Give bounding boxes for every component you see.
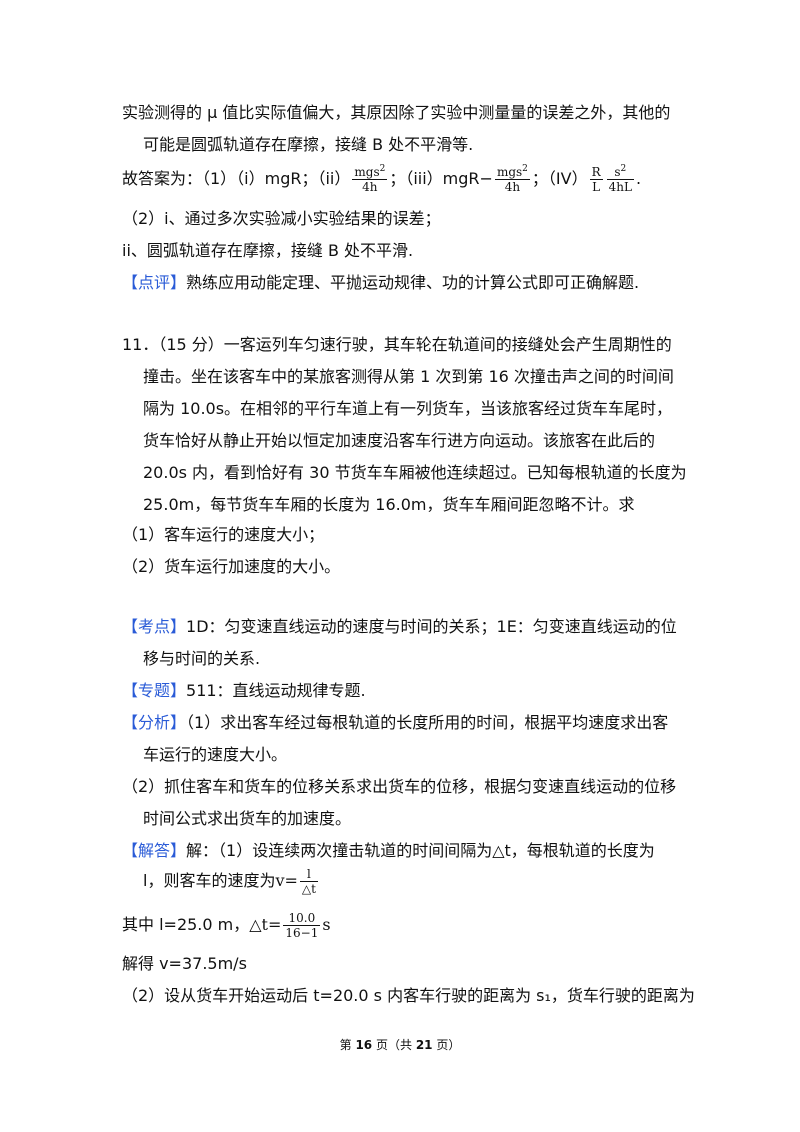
page-number: 16: [355, 1038, 373, 1052]
jieda-tag: 【解答】: [122, 841, 187, 860]
formula-dt-lhs: △t=: [249, 915, 282, 934]
jieda-text: 解：（1）设连续两次撞击轨道的时间间隔为△t，每根轨道的长度为: [186, 841, 655, 860]
formula-num: s: [614, 165, 621, 179]
question-line: （2）货车运行加速度的大小。: [122, 557, 341, 576]
comment-tag: 【点评】: [122, 273, 187, 292]
formula-v-lhs: v=: [275, 871, 298, 890]
footer-pre: 第: [339, 1038, 352, 1052]
fenxi-text: （1）求出客车经过每根轨道的长度所用的时间，根据平均速度求出客: [186, 713, 669, 732]
formula-num: 10.0: [283, 911, 321, 926]
answer-iv: ；（IV）: [531, 169, 588, 188]
fenxi-line: （2）抓住客车和货车的位移关系求出货车的位移，根据匀变速直线运动的位移: [122, 777, 677, 796]
answer-end: .: [635, 169, 642, 188]
formula-den: 4hL: [608, 180, 632, 194]
question-line: 20.0s 内，看到恰好有 30 节货车车厢被他连续超过。已知每根轨道的长度为: [143, 463, 687, 482]
fenxi-line: 时间公式求出货车的加速度。: [143, 809, 352, 828]
zhuanti-text: 511：直线运动规律专题.: [186, 681, 366, 700]
formula-v: l△t: [299, 867, 318, 896]
text-line: ii、圆弧轨道存在摩擦，接缝 B 处不平滑.: [122, 241, 414, 260]
formula-den: △t: [301, 882, 316, 896]
zhuanti-line: 【专题】511：直线运动规律专题.: [122, 680, 682, 702]
question-line: （1）客车运行的速度大小；: [122, 525, 325, 544]
text-line: 实验测得的 μ 值比实际值偏大，其原因除了实验中测量量的误差之外，其他的: [122, 103, 671, 122]
comment-line: 【点评】熟练应用动能定理、平抛运动规律、功的计算公式即可正确解题.: [122, 272, 682, 294]
text-line: （2）i、通过多次实验减小实验结果的误差；: [122, 209, 441, 228]
comment-text: 熟练应用动能定理、平抛运动规律、功的计算公式即可正确解题.: [186, 273, 640, 292]
jieda-text: 其中 l=25.0 m，: [122, 915, 250, 934]
kaodian-line: 【考点】1D：匀变速直线运动的速度与时间的关系；1E：匀变速直线运动的位: [122, 616, 682, 638]
page-total: 21: [415, 1038, 433, 1052]
text-line: 可能是圆弧轨道存在摩擦，接缝 B 处不平滑等.: [143, 135, 474, 154]
jieda-line: 解得 v=37.5m/s: [122, 954, 247, 973]
question-line: 11．（15 分）一客运列车匀速行驶，其车轮在轨道间的接缝处会产生周期性的: [122, 335, 672, 354]
formula-dt-unit: s: [322, 915, 331, 934]
jieda-line: l，则客车的速度为v=l△t: [143, 866, 682, 896]
fenxi-tag: 【分析】: [122, 713, 187, 732]
formula-den: 4h: [504, 180, 521, 194]
formula-exp: 2: [620, 164, 627, 174]
footer-post: 页）: [436, 1038, 461, 1052]
formula-num: l: [299, 867, 318, 882]
formula-exp: 2: [522, 164, 528, 174]
zhuanti-tag: 【专题】: [122, 681, 187, 700]
answer-prefix: 故答案为：（1）（i）mgR；（ii）: [122, 169, 351, 188]
footer-mid: 页（共: [375, 1038, 412, 1052]
fenxi-line: 【分析】（1）求出客车经过每根轨道的长度所用的时间，根据平均速度求出客: [122, 712, 682, 734]
fenxi-line: 车运行的速度大小。: [143, 745, 288, 764]
formula-exp: 2: [379, 164, 386, 174]
page-footer: 第 16 页（共 21 页）: [0, 1037, 800, 1053]
formula-num: mgs: [496, 165, 523, 179]
question-line: 隔为 10.0s。在相邻的平行车道上有一列货车，当该旅客经过货车车尾时，: [143, 399, 673, 418]
question-line: 25.0m，每节货车车厢的长度为 16.0m，货车车厢间距忽略不计。求: [143, 495, 635, 514]
formula-num: mgs: [354, 165, 380, 179]
formula-den: 16−1: [285, 926, 319, 940]
formula-den: 4h: [362, 180, 378, 194]
formula-den: L: [592, 180, 601, 194]
kaodian-text: 1D：匀变速直线运动的速度与时间的关系；1E：匀变速直线运动的位: [186, 617, 677, 636]
jieda-text: l，则客车的速度为: [143, 871, 276, 890]
formula-iv-b: s2 4hL: [606, 164, 634, 194]
kaodian-line: 移与时间的关系.: [143, 649, 261, 668]
question-line: 货车恰好从静止开始以恒定加速度沿客车行进方向运动。该旅客在此后的: [143, 431, 656, 450]
jieda-line: （2）设从货车开始运动后 t=20.0 s 内客车行驶的距离为 s₁，货车行驶的…: [122, 986, 695, 1005]
kaodian-tag: 【考点】: [122, 617, 187, 636]
formula-num: R: [589, 165, 603, 180]
question-line: 撞击。坐在该客车中的某旅客测得从第 1 次到第 16 次撞击声之间的时间间: [143, 367, 674, 386]
answer-iii: ；（iii）mgR−: [389, 169, 493, 188]
jieda-line: 【解答】解：（1）设连续两次撞击轨道的时间间隔为△t，每根轨道的长度为: [122, 840, 682, 862]
